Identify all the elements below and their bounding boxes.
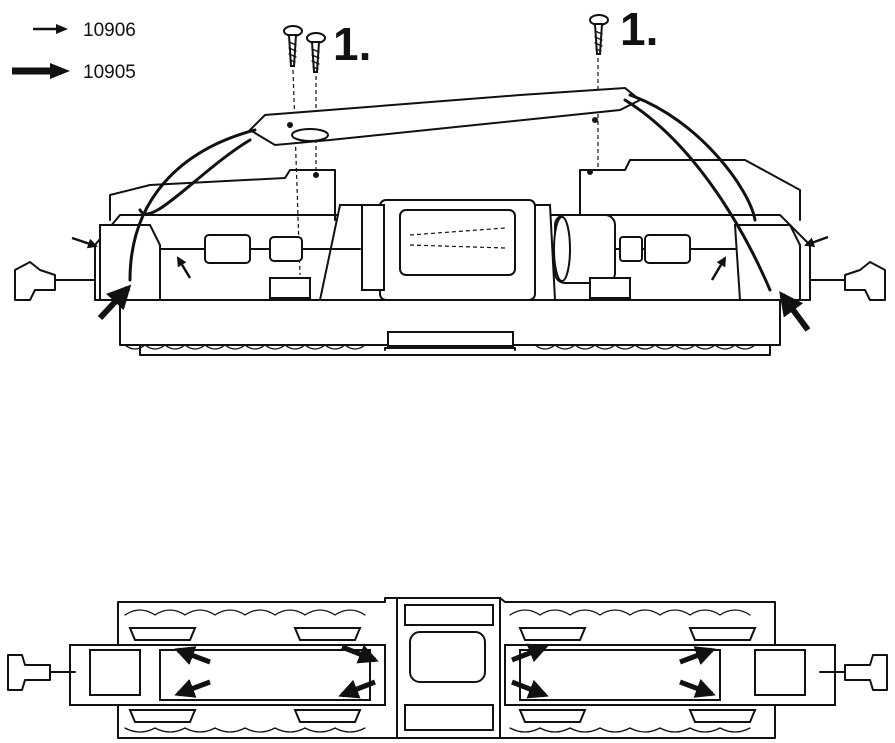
thick-arrow-icon xyxy=(779,291,811,332)
thick-arrow-icon xyxy=(511,679,549,699)
thin-arrow-icon xyxy=(176,256,192,279)
thin-arrow-icon xyxy=(804,235,829,247)
thin-arrow-icon xyxy=(710,256,727,281)
wire xyxy=(128,128,257,282)
step-label-right: 1. xyxy=(620,3,658,55)
screw-icon xyxy=(306,32,326,73)
wire xyxy=(138,138,252,216)
wire xyxy=(628,93,757,222)
thick-arrow-icon xyxy=(341,644,379,664)
legend-label-10906: 10906 xyxy=(83,20,136,41)
legend: 10906 10905 xyxy=(12,20,136,83)
thin-arrow-icon xyxy=(33,24,68,34)
top-cover-plate xyxy=(248,86,642,178)
thin-arrow-icon xyxy=(71,236,98,249)
legend-label-10905: 10905 xyxy=(83,62,136,83)
thick-arrow-icon xyxy=(12,63,70,79)
thick-arrow-icon xyxy=(338,679,376,699)
chassis-perspective-view xyxy=(14,159,886,356)
step-label-left: 1. xyxy=(333,18,371,70)
thick-arrow-icon xyxy=(174,646,211,665)
thick-arrow-icon xyxy=(97,284,132,321)
wire xyxy=(623,98,772,292)
thick-arrow-icon xyxy=(511,643,549,663)
thick-arrow-icon xyxy=(679,646,716,665)
screw-icon xyxy=(589,14,609,55)
screw-icon xyxy=(283,25,303,67)
thick-arrow-icon xyxy=(679,679,716,698)
chassis-underside-view xyxy=(7,597,888,739)
thick-arrow-icon xyxy=(174,679,211,698)
